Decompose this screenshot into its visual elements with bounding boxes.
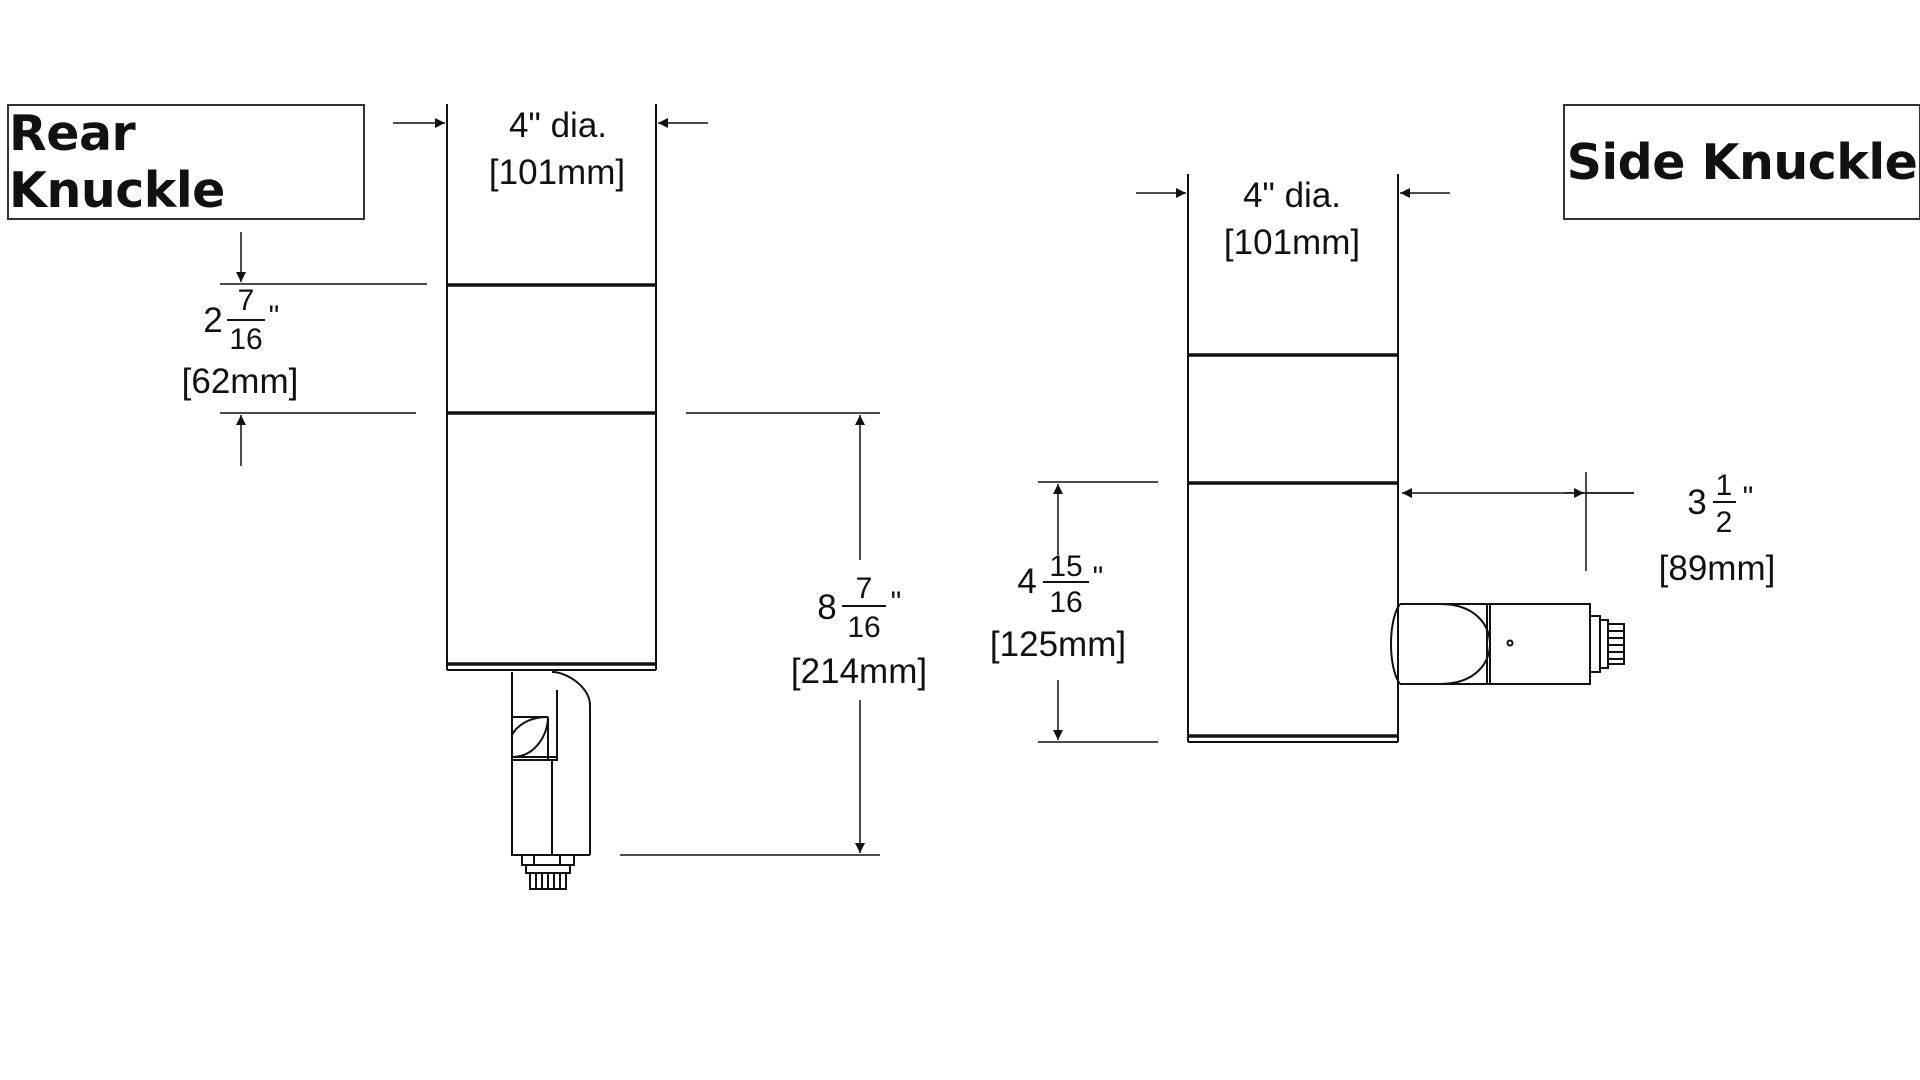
rear-top-whole: 2 [203, 301, 222, 340]
rear-knuckle-stem [511, 671, 591, 856]
side-lower-lines [1038, 481, 1158, 743]
rear-height-unit: " [891, 586, 902, 619]
rear-top-section-lines [220, 232, 427, 466]
side-projection-unit: " [1743, 481, 1754, 514]
side-diameter-metric: [101mm] [1224, 223, 1360, 262]
rear-top-section-fraction: 2 7 16 " [203, 284, 279, 356]
rear-height-whole: 8 [817, 588, 836, 627]
side-projection-num: 1 [1716, 469, 1733, 502]
rear-knuckle-title-box: Rear Knuckle [7, 104, 365, 220]
side-lower-num: 15 [1049, 550, 1082, 583]
side-projection-lines [1402, 472, 1634, 571]
side-projection-fraction: 3 1 2 " [1687, 469, 1753, 539]
rear-connector [521, 854, 575, 890]
side-knuckle-title: Side Knuckle [1566, 133, 1918, 191]
side-fixture [1187, 174, 1399, 743]
side-lower-whole: 4 [1017, 562, 1036, 601]
rear-knuckle-title: Rear Knuckle [9, 105, 225, 219]
side-knuckle-title-box: Side Knuckle [1563, 104, 1920, 220]
side-projection-whole: 3 [1687, 483, 1706, 522]
rear-top-num: 7 [238, 284, 255, 317]
rear-height-metric: [214mm] [791, 652, 927, 691]
side-diameter-imperial: 4" dia. [1243, 176, 1341, 215]
rear-diameter-imperial: 4" dia. [509, 106, 607, 145]
rear-height-lines [620, 412, 880, 856]
rear-height-num: 7 [856, 572, 873, 605]
side-lower-metric: [125mm] [990, 625, 1126, 664]
side-projection-metric: [89mm] [1659, 549, 1776, 588]
side-projection-den: 2 [1716, 506, 1733, 539]
rear-top-den: 16 [229, 323, 262, 356]
rear-top-metric: [62mm] [182, 362, 299, 401]
side-lower-den: 16 [1049, 586, 1082, 619]
rear-diameter-metric: [101mm] [489, 153, 625, 192]
rear-height-den: 16 [847, 611, 880, 644]
rear-height-fraction: 8 7 16 " [817, 572, 901, 644]
rear-top-unit: " [269, 300, 280, 333]
side-lower-fraction: 4 15 16 " [1017, 550, 1103, 619]
side-connector [1589, 615, 1625, 673]
side-knuckle [1390, 603, 1591, 685]
rear-fixture [446, 104, 657, 671]
side-lower-unit: " [1093, 561, 1104, 594]
